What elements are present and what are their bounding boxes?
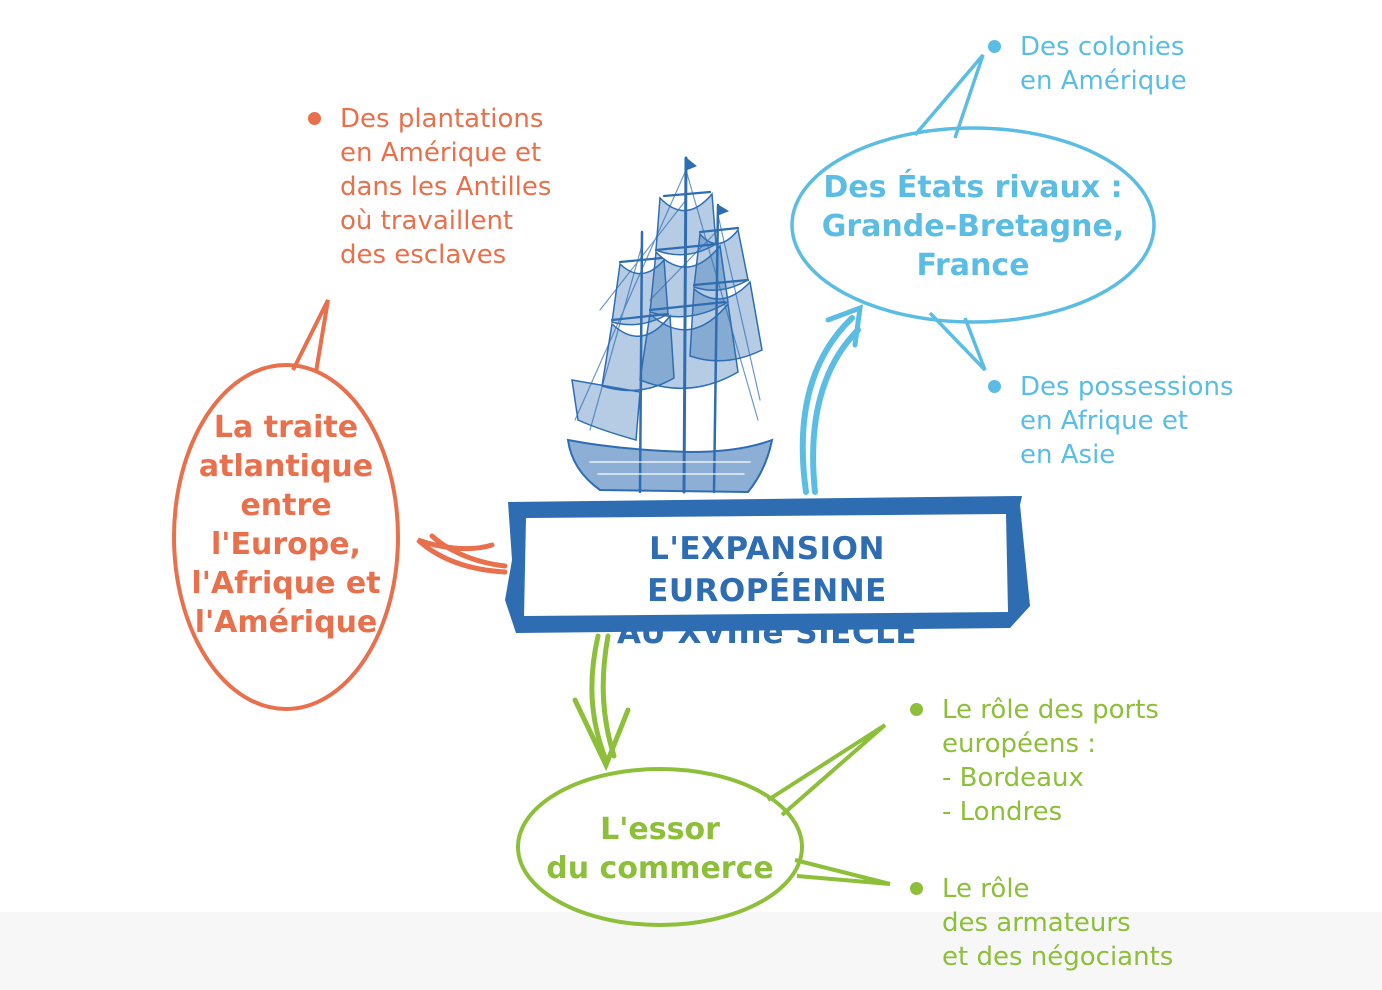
orange-bubble-line: l'Afrique et bbox=[191, 566, 381, 601]
orange-bullet-list: Des plantations en Amérique et dans les … bbox=[306, 102, 551, 272]
blue-bubble-line: Des États rivaux : bbox=[823, 170, 1123, 205]
orange-bubble bbox=[172, 299, 400, 711]
green-bubble bbox=[516, 723, 891, 927]
title-box bbox=[505, 496, 1030, 633]
bullet-line: en Asie bbox=[1020, 440, 1116, 470]
bullet-line: où travaillent bbox=[340, 206, 514, 236]
bullet-line: Des possessions bbox=[1020, 372, 1234, 402]
green-bubble-text: L'essor du commerce bbox=[530, 810, 790, 888]
bullet-line: des armateurs bbox=[942, 908, 1131, 938]
bullet-line: Des plantations bbox=[340, 104, 544, 134]
green-bubble-line: L'essor bbox=[600, 812, 720, 847]
bullet-line: européens : bbox=[942, 729, 1097, 759]
blue-bullet-possessions: Des possessions en Afrique et en Asie bbox=[986, 370, 1234, 472]
green-bubble-line: du commerce bbox=[546, 851, 774, 886]
blue-bubble bbox=[790, 53, 1156, 372]
blue-bubble-line: Grande-Bretagne, bbox=[821, 209, 1125, 244]
orange-bubble-line: La traite bbox=[213, 410, 359, 445]
bullet-line: des esclaves bbox=[340, 240, 507, 270]
bullet-line: dans les Antilles bbox=[340, 172, 552, 202]
blue-bubble-line: France bbox=[916, 248, 1030, 283]
bullet-line: Le rôle bbox=[942, 874, 1030, 904]
orange-bubble-text: La traite atlantique entre l'Europe, l'A… bbox=[180, 408, 392, 642]
green-connector bbox=[572, 633, 631, 772]
sailing-ship-illustration bbox=[566, 156, 774, 494]
orange-bullet-plantations: Des plantations en Amérique et dans les … bbox=[306, 102, 551, 272]
blue-bullet-list-bottom: Des possessions en Afrique et en Asie bbox=[986, 370, 1234, 472]
central-title: L'EXPANSION EUROPÉENNE AU XVIIIe SIÈCLE bbox=[528, 528, 1006, 654]
orange-bubble-line: l'Amérique bbox=[194, 605, 378, 640]
bullet-subline: - Bordeaux bbox=[942, 763, 1084, 793]
green-bullet-ports: Le rôle des ports européens : - Bordeaux… bbox=[908, 693, 1159, 829]
bullet-line: Le rôle des ports bbox=[942, 695, 1159, 725]
central-title-line1: L'EXPANSION EUROPÉENNE bbox=[647, 531, 887, 609]
green-bullet-list-top: Le rôle des ports européens : - Bordeaux… bbox=[908, 693, 1159, 829]
blue-bullet-list-top: Des colonies en Amérique bbox=[986, 30, 1187, 98]
bullet-line: en Afrique et bbox=[1020, 406, 1189, 436]
orange-bubble-line: atlantique bbox=[198, 449, 374, 484]
bullet-line: en Amérique bbox=[1020, 66, 1187, 96]
bullet-line: Des colonies bbox=[1020, 32, 1185, 62]
green-bullet-armateurs: Le rôle des armateurs et des négociants bbox=[908, 872, 1173, 974]
green-bullet-list-bottom: Le rôle des armateurs et des négociants bbox=[908, 872, 1173, 974]
blue-bubble-text: Des États rivaux : Grande-Bretagne, Fran… bbox=[800, 168, 1146, 285]
bullet-subline: - Londres bbox=[942, 797, 1063, 827]
orange-connector bbox=[416, 533, 508, 575]
bullet-line: et des négociants bbox=[942, 942, 1174, 972]
bullet-line: en Amérique et bbox=[340, 138, 542, 168]
central-title-line2: AU XVIIIe SIÈCLE bbox=[616, 615, 918, 651]
orange-bubble-line: l'Europe, bbox=[211, 527, 361, 562]
orange-bubble-line: entre bbox=[240, 488, 332, 523]
blue-connector bbox=[799, 304, 864, 495]
blue-bullet-colonies: Des colonies en Amérique bbox=[986, 30, 1187, 98]
